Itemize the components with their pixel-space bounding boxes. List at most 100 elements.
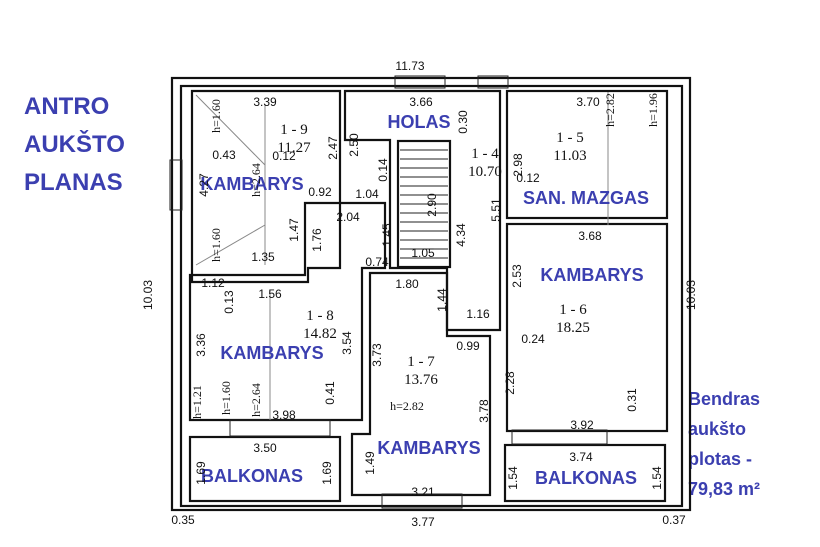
dimension-label: 3.77 <box>411 515 435 529</box>
room-area: 11.27 <box>277 140 311 156</box>
room-name-label: KAMBARYS <box>540 265 643 285</box>
dimension-label: 3.21 <box>411 485 435 499</box>
dimension-label: 0.30 <box>456 110 470 134</box>
title-line: PLANAS <box>24 169 123 196</box>
dimension-label: 3.36 <box>194 333 208 357</box>
room-id: 1 - 7 <box>407 354 435 370</box>
dimension-label: 3.78 <box>477 399 491 423</box>
dimension-label: 2.04 <box>336 210 360 224</box>
dimension-label: 3.68 <box>578 229 602 243</box>
dimension-label: 0.99 <box>456 339 480 353</box>
dimension-label: 1.49 <box>363 451 377 475</box>
dimension-label: 1.54 <box>650 466 664 490</box>
dimension-label: 2.47 <box>326 136 340 160</box>
dimension-label: 1.35 <box>251 250 275 264</box>
dimension-label: 5.51 <box>489 198 503 222</box>
dimension-label: 11.73 <box>395 59 424 73</box>
dimension-label: 1.16 <box>466 307 490 321</box>
dimension-label: 3.70 <box>576 95 600 109</box>
windows <box>169 75 608 509</box>
balcony-left-wall <box>188 435 342 503</box>
outer-wall-outer <box>170 76 692 512</box>
dimension-label: 0.24 <box>521 332 545 346</box>
total-area-line: aukšto <box>688 419 747 439</box>
dimension-label: 0.92 <box>308 185 332 199</box>
room-1-9-wall <box>190 89 342 284</box>
balcony-right-wall <box>503 443 667 503</box>
room-name-label: KAMBARYS <box>220 343 323 363</box>
title-line: ANTRO <box>24 93 110 120</box>
dimension-label: 0.37 <box>662 513 686 527</box>
diagonals <box>195 92 609 420</box>
dimension-label: h=2.82 <box>603 93 617 127</box>
dimension-label: h=2.64 <box>249 163 263 197</box>
room-name-label: HOLAS <box>388 112 451 132</box>
dimension-label: 1.76 <box>310 228 324 252</box>
room-area: 18.25 <box>556 320 590 336</box>
dimension-label: 0.35 <box>171 513 195 527</box>
room-area: 14.82 <box>303 326 337 342</box>
dimension-label: h=1.60 <box>209 99 223 133</box>
total-area-note: Bendras aukšto plotas - 79,83 m² <box>688 384 760 504</box>
dimension-label: 3.66 <box>409 95 433 109</box>
walls <box>170 76 692 512</box>
dimension-label: 3.92 <box>570 418 594 432</box>
title-line: AUKŠTO <box>24 131 125 158</box>
room-area: 11.03 <box>553 148 586 164</box>
window <box>381 493 463 509</box>
dimension-label: 3.39 <box>253 95 277 109</box>
dimension-label: 0.41 <box>323 381 337 405</box>
dimension-label: 3.73 <box>370 343 384 367</box>
dimension-label: 1.45 <box>380 223 394 247</box>
total-area-line: 79,83 m² <box>688 479 761 499</box>
dimension-label: 1.04 <box>355 187 379 201</box>
dimension-label: 3.98 <box>272 408 296 422</box>
room-name-label: BALKONAS <box>201 466 303 486</box>
room-1-5-wall <box>505 89 669 220</box>
room-id: 1 - 9 <box>280 122 308 138</box>
dimension-label: 0.12 <box>516 171 540 185</box>
staircase <box>396 139 452 269</box>
room-id: 1 - 5 <box>556 130 584 146</box>
dimension-label: 3.54 <box>340 331 354 355</box>
dimension-label: 0.43 <box>212 148 236 162</box>
dimension-label: h=2.64 <box>249 383 263 417</box>
window <box>169 159 183 211</box>
dimension-label: 3.50 <box>253 441 277 455</box>
dimension-label: 1.54 <box>506 466 520 490</box>
dimension-label: 1.69 <box>194 461 208 485</box>
room-name-label: KAMBARYS <box>377 438 480 458</box>
window <box>511 429 608 445</box>
window <box>394 75 446 89</box>
dimension-label: h=1.60 <box>219 381 233 415</box>
dimension-label: h=2.82 <box>390 399 424 413</box>
dimension-label: 2.90 <box>425 193 439 217</box>
dimension-label: 1.80 <box>395 277 419 291</box>
room-area: 10.70 <box>468 164 502 180</box>
dimension-label: 2.98 <box>511 153 525 177</box>
room-area: 13.76 <box>404 372 438 388</box>
dimension-label: 4.27 <box>197 173 211 197</box>
dimension-label: 1.47 <box>287 218 301 242</box>
window <box>229 419 331 437</box>
dimension-label: 1.44 <box>435 288 449 312</box>
dimension-label: 0.14 <box>376 158 390 182</box>
total-area-line: Bendras <box>688 389 761 409</box>
dimension-label: 0.31 <box>625 388 639 412</box>
room-1-7-wall <box>350 271 492 497</box>
dimension-label: 10.03 <box>684 280 698 310</box>
room-name-label: KAMBARYS <box>200 174 303 194</box>
dimension-label: 10.03 <box>141 280 155 310</box>
room-1-6-wall <box>505 222 669 433</box>
dimension-label: 0.12 <box>272 149 296 163</box>
dimension-label: 1.56 <box>258 287 282 301</box>
dimension-label: 1.69 <box>320 461 334 485</box>
dimension-label: h=1.60 <box>209 228 223 262</box>
room-id: 1 - 6 <box>559 302 587 318</box>
plan-title: ANTRO AUKŠTO PLANAS <box>24 88 125 202</box>
dimension-label: 3.74 <box>569 450 593 464</box>
dimension-label: 1.05 <box>411 246 435 260</box>
dimension-label: 1.12 <box>201 276 225 290</box>
room-name-label: BALKONAS <box>535 468 637 488</box>
